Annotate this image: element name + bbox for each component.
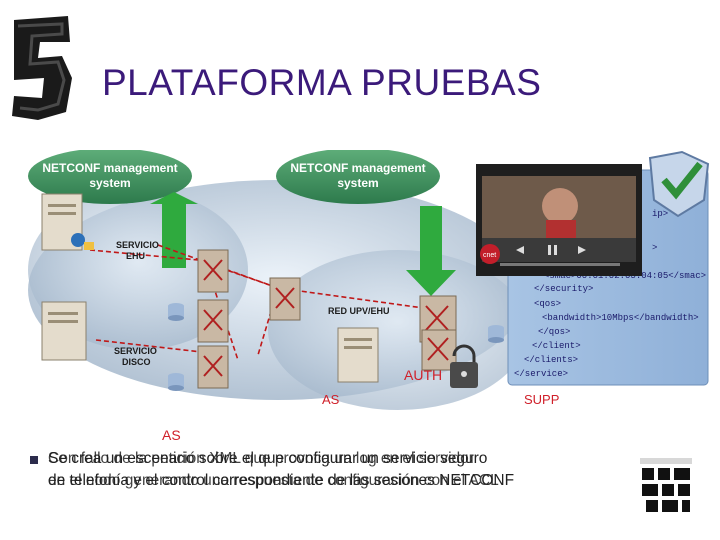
svg-text:system: system	[89, 176, 130, 190]
bullet-marker	[30, 456, 38, 464]
disk-icon	[168, 303, 184, 321]
xml-line: >	[652, 243, 657, 253]
nms-left: NETCONF management system	[28, 150, 192, 204]
arrow-up-icon	[150, 192, 198, 268]
label-servicio-ehu-2: EHU	[126, 251, 145, 261]
label-auth: AUTH	[404, 367, 442, 383]
svg-text:NETCONF management: NETCONF management	[42, 161, 177, 175]
switch-icon	[421, 329, 457, 371]
label-as-small: AS	[322, 392, 340, 407]
caption-line-2b: en el nodo generando una respuesta de co…	[48, 472, 499, 489]
xml-line: <bandwidth>10Mbps</bandwidth>	[542, 313, 699, 323]
padlock-icon	[450, 344, 478, 388]
network-diagram: --> ip> > <smac>00:01:02:03:04:05</smac>…	[28, 150, 710, 443]
arrow-down-icon	[406, 206, 456, 296]
server-disco-icon	[41, 301, 87, 361]
label-red: RED UPV/EHU	[328, 306, 390, 316]
university-logo-icon	[640, 458, 692, 512]
xml-line: </qos>	[538, 327, 570, 337]
xml-line: </security>	[534, 284, 593, 294]
video-brand: cnet	[483, 252, 496, 259]
logo-icon	[12, 16, 72, 120]
disk-icon	[488, 325, 504, 343]
server-ehu-icon	[41, 193, 94, 251]
caption: Se crea un escenario sobre el que config…	[48, 448, 648, 492]
xml-line: <qos>	[534, 299, 561, 309]
label-servicio-disco-2: DISCO	[122, 357, 151, 367]
disk-icon	[168, 373, 184, 391]
label-as: AS	[162, 427, 181, 443]
page-title: PLATAFORMA PRUEBAS	[102, 62, 542, 103]
switch-icon	[197, 249, 229, 293]
svg-text:NETCONF management: NETCONF management	[290, 161, 425, 175]
switch-icon	[269, 277, 301, 321]
xml-line: </client>	[532, 341, 581, 351]
xml-line: </service>	[514, 369, 568, 379]
shield-check-icon	[648, 150, 710, 218]
caption-line-1b: Con fallo de la petición XML que provoca…	[48, 450, 474, 467]
switch-icon	[197, 345, 229, 389]
server-as-icon	[337, 327, 379, 383]
video-player: cnet	[476, 164, 642, 276]
label-servicio-ehu: SERVICIO	[116, 240, 159, 250]
label-supp: SUPP	[524, 392, 559, 407]
switch-icon	[197, 299, 229, 343]
caption-line-2a: de telefonía y el control correspondient…	[48, 472, 515, 489]
svg-text:system: system	[337, 176, 378, 190]
nms-right: NETCONF management system	[276, 150, 440, 204]
label-servicio-disco: SERVICIO	[114, 346, 157, 356]
xml-line: </clients>	[524, 355, 578, 365]
caption-line-1a: Se crea un escenario sobre el que config…	[48, 450, 488, 467]
xml-line: ip>	[652, 209, 668, 219]
